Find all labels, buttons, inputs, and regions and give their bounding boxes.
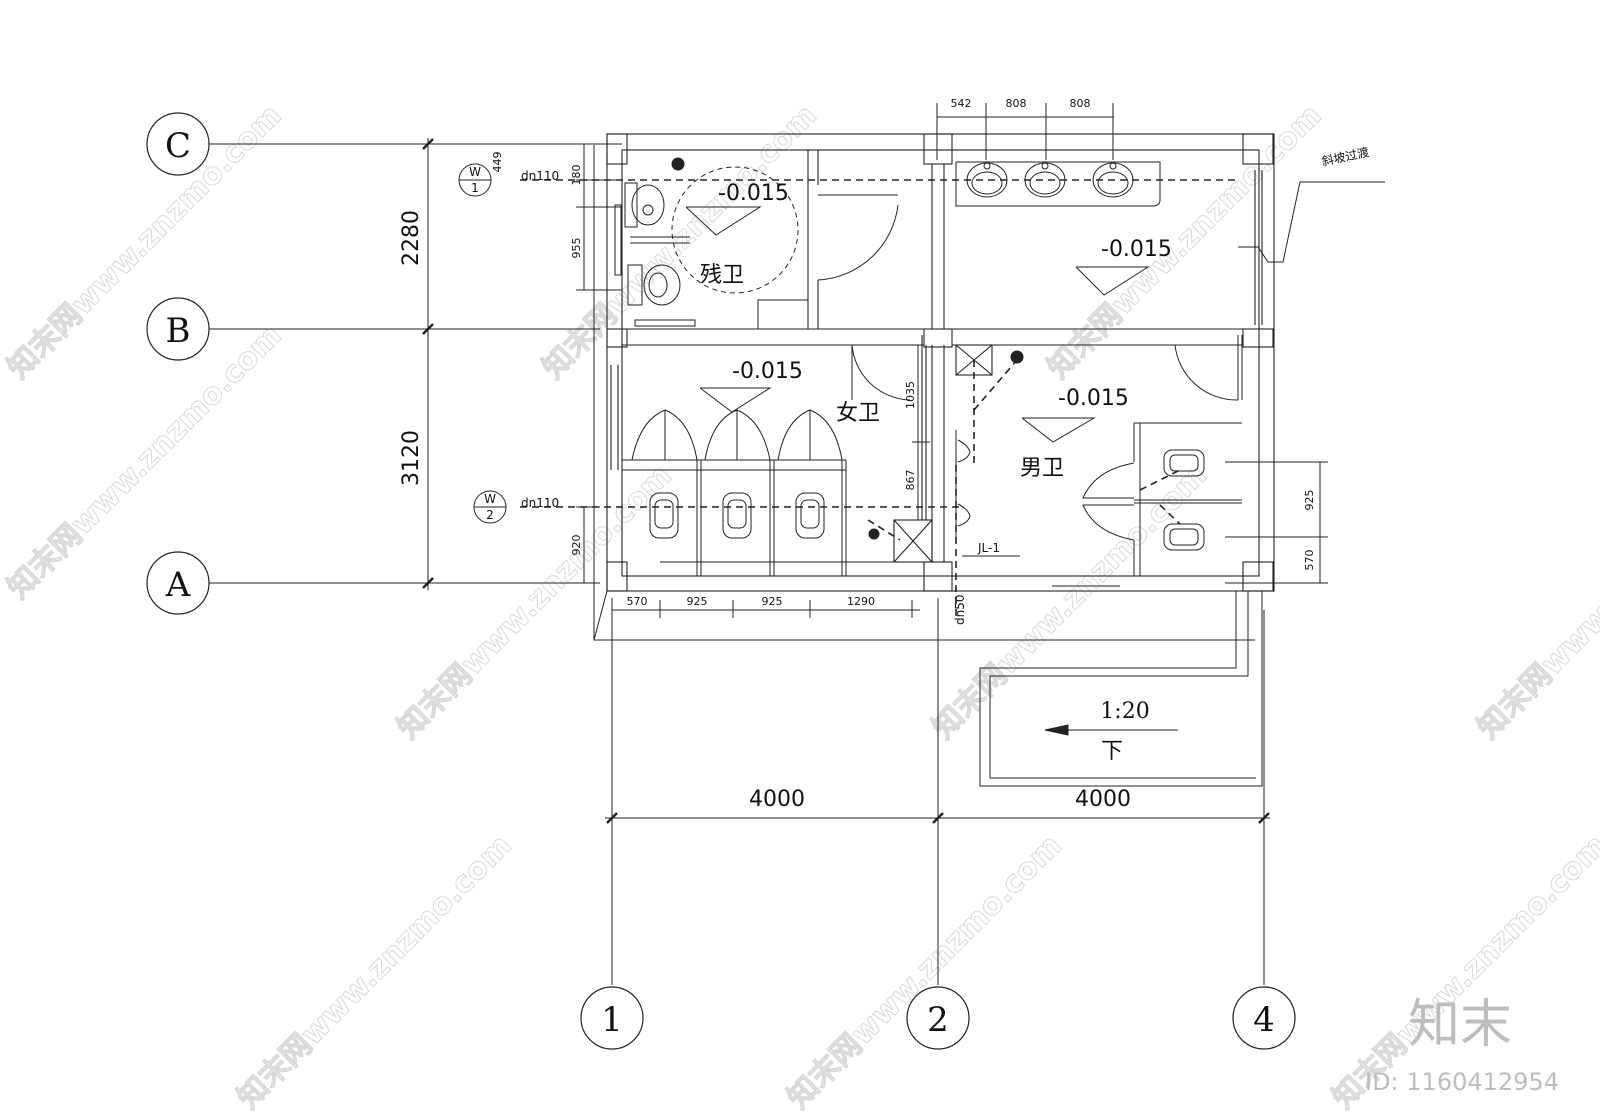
dim-542: 542: [951, 97, 972, 110]
urinal: [957, 439, 971, 463]
squat-toilet: [722, 492, 752, 539]
axis-bubble-a: [146, 551, 210, 615]
dim-808-b: 808: [1070, 97, 1091, 110]
pipe-marker-w2-letter: W: [484, 492, 496, 506]
platform-and-ramp: [593, 145, 1385, 787]
dim-bottom-left: 4000: [749, 787, 805, 812]
pipe-marker-w1-letter: W: [469, 165, 481, 179]
axis-bubble-2: [906, 986, 970, 1050]
axis-lines: [207, 143, 1265, 985]
dim-180: 180: [570, 165, 583, 186]
dim-bottom-right: 4000: [1075, 787, 1131, 812]
dim-955: 955: [570, 238, 583, 259]
level-female: -0.015: [732, 359, 803, 384]
ramp-direction-label: 下: [1101, 739, 1123, 764]
squat-toilet: [1163, 449, 1205, 477]
watermark-text: 知末网www.znzmo.com: [781, 828, 1069, 1116]
room-label-female: 女卫: [836, 401, 880, 426]
bottom-dimension-chain: [605, 812, 1270, 824]
dim-2280: 2280: [399, 210, 424, 266]
riser-pipe-size: dn50: [953, 595, 967, 626]
squat-toilet: [649, 492, 679, 539]
axis-bubble-c: [146, 112, 210, 176]
brand-watermark: 知末: [1408, 995, 1512, 1055]
washbasin-counter: [955, 161, 1161, 207]
pipe-marker-w1-number: 1: [471, 181, 479, 195]
watermark-layer: 知末网www.znzmo.com 知末网www.znzmo.com 知末网www…: [0, 97, 1600, 1116]
outer-wall-inner: [621, 149, 1260, 577]
pipe-size-mid: dn110: [521, 496, 559, 510]
axis-label-1: 1: [601, 1000, 623, 1040]
small-dimension-lines: [576, 103, 1114, 618]
pipe-markers: [458, 163, 507, 524]
axis-label-b: B: [166, 311, 191, 351]
dim-867: 867: [904, 470, 917, 491]
room-label-accessible: 残卫: [700, 263, 744, 288]
axis-label-2: 2: [927, 1000, 949, 1040]
dim-808-a: 808: [1006, 97, 1027, 110]
level-washroom: -0.015: [1101, 237, 1172, 262]
slope-transition-label: 斜坡过渡: [1320, 144, 1370, 169]
watermark-text: 知末网www.znzmo.com: [926, 458, 1214, 746]
pipe-size-top: dn110: [521, 169, 559, 183]
dim-925-a: 925: [687, 595, 708, 608]
dim-570-male: 570: [1303, 550, 1316, 571]
dim-925-b: 925: [762, 595, 783, 608]
small-dimension-texts: 542 808 808 570 925 925 1290 449 180 955…: [491, 97, 1316, 608]
axis-label-c: C: [165, 126, 191, 166]
image-id: ID: 1160412954: [1365, 1068, 1559, 1096]
ramp-ratio-label: 1:20: [1100, 699, 1149, 724]
axis-bubbles: [146, 112, 1296, 1050]
watermark-text: 知末网www.znzmo.com: [1471, 458, 1600, 746]
dim-449: 449: [491, 152, 504, 173]
male-fixtures: [955, 335, 1328, 584]
accessible-wc-fixtures: [614, 157, 899, 330]
axis-bubble-4: [1232, 986, 1296, 1050]
dim-1035: 1035: [904, 381, 917, 409]
walls: [606, 133, 1275, 592]
dim-1290: 1290: [847, 595, 875, 608]
level-triangle: [1021, 417, 1096, 443]
dim-3120: 3120: [399, 430, 424, 486]
riser-label: JL-1: [977, 541, 1000, 555]
level-acc: -0.015: [718, 181, 789, 206]
axis-bubble-b: [146, 297, 210, 361]
pipe-marker-w2-number: 2: [486, 508, 494, 522]
squat-toilet: [795, 492, 825, 539]
dim-920: 920: [570, 535, 583, 556]
level-triangle: [1075, 266, 1150, 296]
axis-labels: C B A 1 2 4: [165, 126, 1275, 1040]
axis-bubble-1: [580, 986, 644, 1050]
dim-570: 570: [627, 595, 648, 608]
dim-925-male: 925: [1303, 490, 1316, 511]
female-stalls: [622, 344, 1024, 576]
level-triangle: [699, 387, 772, 413]
left-dimension-chain: [422, 138, 434, 590]
urinal: [957, 503, 971, 527]
level-symbols: [685, 206, 1150, 443]
level-male: -0.015: [1058, 386, 1129, 411]
watermark-text: 知末网www.znzmo.com: [1041, 98, 1329, 386]
squat-toilet: [1163, 523, 1205, 551]
axis-label-a: A: [165, 565, 191, 605]
level-triangle: [685, 206, 762, 236]
watermark-text: 知末网www.znzmo.com: [231, 828, 519, 1116]
axis-label-4: 4: [1253, 1000, 1275, 1040]
room-label-male: 男卫: [1020, 456, 1064, 481]
